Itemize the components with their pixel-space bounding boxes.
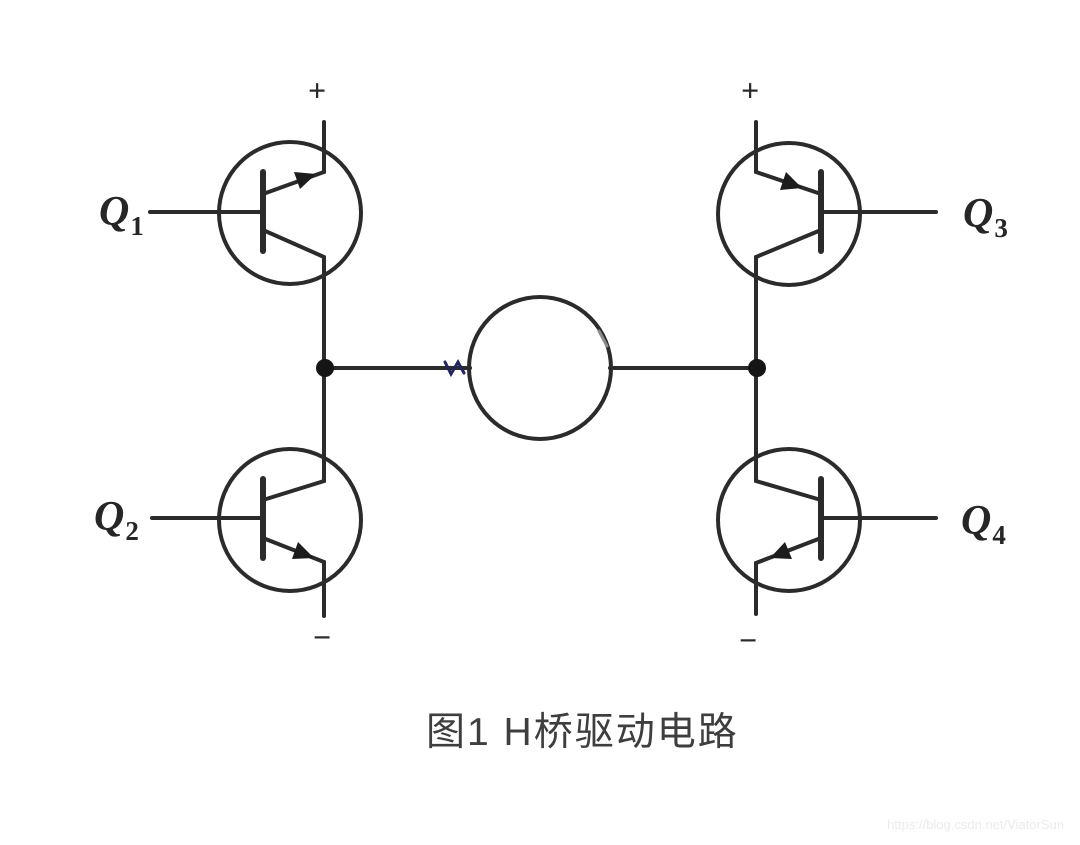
motor-scan-artifact	[597, 329, 609, 348]
supply-minus-right: −	[739, 622, 758, 658]
transistor-q3-symbol	[716, 120, 938, 370]
label-q3-symbol: Q	[963, 191, 994, 237]
q4-collector-lead	[754, 366, 823, 502]
supply-plus-right: +	[741, 72, 760, 108]
q1-emitter-lead	[261, 120, 326, 196]
junction-node-right	[748, 359, 766, 377]
label-q1: Q1	[99, 191, 144, 240]
watermark-url: https://blog.csdn.net/ViatorSun	[887, 817, 1064, 832]
q2-collector-lead	[261, 366, 326, 502]
label-q3-subscript: 3	[994, 213, 1008, 243]
figure-caption: 图1 H桥驱动电路	[426, 711, 739, 754]
label-q2-subscript: 2	[125, 516, 139, 546]
transistor-q2-symbol	[150, 366, 363, 618]
wire-ink-squiggle-artifact	[443, 358, 466, 378]
label-q4-subscript: 4	[992, 520, 1006, 550]
junction-node-left	[316, 359, 334, 377]
label-q2-symbol: Q	[94, 494, 125, 540]
label-q4-symbol: Q	[961, 498, 992, 544]
label-q3: Q3	[963, 193, 1008, 242]
label-q1-symbol: Q	[99, 189, 130, 235]
q2-emitter-lead	[261, 536, 326, 618]
supply-minus-left: −	[313, 619, 332, 655]
transistor-q1-symbol	[148, 120, 363, 370]
transistor-q4-symbol	[716, 366, 938, 616]
q4-emitter-lead	[754, 536, 823, 616]
label-q1-subscript: 1	[130, 211, 144, 241]
label-q2: Q2	[94, 496, 139, 545]
q3-emitter-arrow	[780, 172, 802, 190]
q1-collector-lead	[261, 228, 326, 370]
q1-emitter-arrow	[294, 172, 316, 189]
q2-emitter-arrow	[292, 542, 314, 559]
supply-plus-left: +	[308, 72, 327, 108]
motor-symbol	[467, 295, 613, 441]
q4-emitter-arrow	[770, 542, 792, 559]
label-q4: Q4	[961, 500, 1006, 549]
q3-collector-lead	[754, 228, 823, 370]
